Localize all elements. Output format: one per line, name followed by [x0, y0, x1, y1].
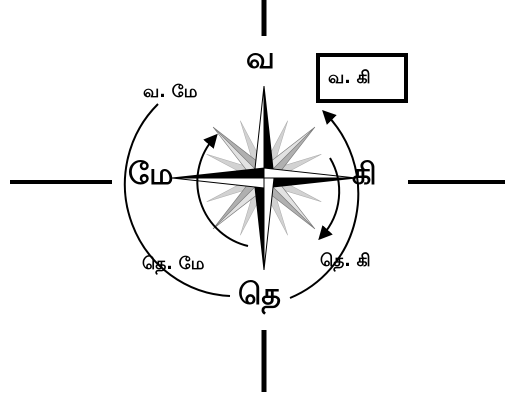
label-north: வ	[246, 44, 275, 74]
label-south-west: தெ. மே	[142, 256, 204, 273]
compass-rose	[172, 86, 356, 270]
label-west: மே	[128, 160, 173, 190]
label-east: கி	[352, 160, 377, 190]
label-north-east: வ. கி	[328, 70, 371, 87]
label-south-east: தெ. கி	[320, 253, 371, 270]
inner-arc-arrow-right	[322, 158, 339, 236]
label-north-west: வ. மே	[143, 84, 197, 101]
label-south: தெ	[238, 280, 281, 310]
